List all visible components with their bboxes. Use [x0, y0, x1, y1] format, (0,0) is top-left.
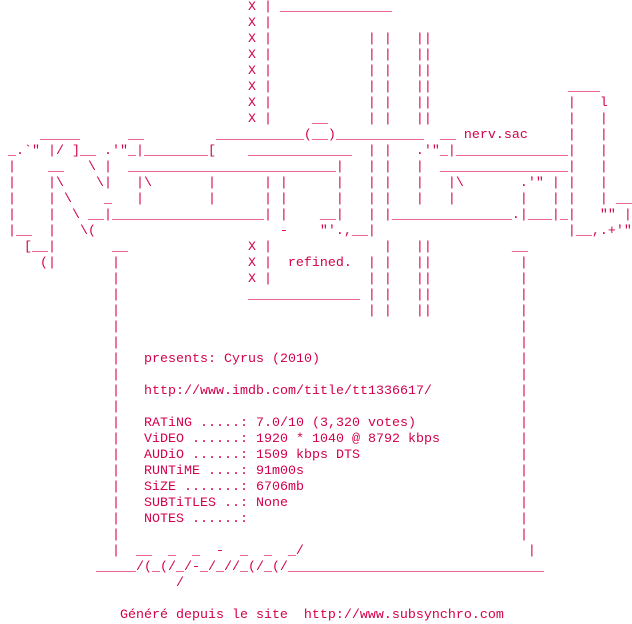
box-row-empty: | |	[0, 528, 632, 544]
field-row: | RUNTiME ....: 91m00s |	[0, 464, 632, 480]
ascii-art-line: X |	[0, 16, 272, 31]
box-right-border: |	[520, 352, 528, 367]
ascii-art-header: X | ______________ X | X | | | || X | | …	[0, 0, 632, 335]
box-right-border: |	[520, 336, 528, 351]
ascii-art-line: |__ | \( - "'.,__| |__,.+'"	[0, 224, 632, 239]
box-left-border: |	[112, 432, 120, 447]
ascii-art-line: X | | | ||	[0, 64, 432, 79]
presents-title: presents: Cyrus (2010)	[144, 352, 320, 367]
box-right-border: |	[520, 496, 528, 511]
box-right-border: |	[520, 432, 528, 447]
box-right-border: |	[520, 416, 528, 431]
field-row: | SUBTiTLES ..: None |	[0, 496, 632, 512]
box-left-border: |	[112, 464, 120, 479]
box-left-border: |	[112, 400, 120, 415]
ascii-art-line: | |\ \| |\ | | | | | | | |\ .'" | | |	[0, 176, 608, 191]
field-value: None	[256, 496, 288, 511]
generated-by-footer: Généré depuis le site http://www.subsync…	[0, 608, 504, 623]
box-left-border: |	[112, 480, 120, 495]
box-left-border: |	[112, 496, 120, 511]
field-value: 1920 * 1040 @ 8792 kbps	[256, 432, 440, 447]
ascii-art-line: X | | | || ____	[0, 80, 600, 95]
box-right-border: |	[520, 384, 528, 399]
box-right-border: |	[520, 480, 528, 495]
ascii-art-line: /	[0, 576, 184, 591]
field-row: | NOTES ......: |	[0, 512, 632, 528]
ascii-art-line: | |	[0, 320, 528, 335]
box-left-border: |	[112, 336, 120, 351]
box-row-imdb: | http://www.imdb.com/title/tt1336617/ |	[0, 384, 632, 400]
release-fields: |RATiNG .....:7.0/10 (3,320 votes)||ViDE…	[0, 416, 632, 528]
ascii-art-line: [__| __ X | | || __	[0, 240, 528, 255]
field-value: 91m00s	[256, 464, 304, 479]
release-info-box: | | | presents: Cyrus (2010) | | | | htt…	[0, 336, 632, 544]
field-label: RUNTiME ....:	[144, 464, 248, 479]
ascii-art-line: | ______________ | | || |	[0, 288, 528, 303]
field-label: AUDiO ......:	[144, 448, 248, 463]
ascii-art-line: X | | | ||	[0, 32, 432, 47]
ascii-art-line: _____/(_(/_/-_/_//_(/_(/________________…	[0, 560, 544, 575]
box-right-border: |	[520, 464, 528, 479]
box-left-border: |	[112, 384, 120, 399]
box-row-presents: | presents: Cyrus (2010) |	[0, 352, 632, 368]
box-left-border: |	[112, 352, 120, 367]
ascii-art-line: X | | | || | l	[0, 96, 608, 111]
box-left-border: |	[112, 368, 120, 383]
box-right-border: |	[520, 528, 528, 543]
field-value: 6706mb	[256, 480, 304, 495]
box-right-border: |	[520, 512, 528, 527]
field-value: 7.0/10 (3,320 votes)	[256, 416, 416, 431]
box-row-empty: | |	[0, 400, 632, 416]
box-row-empty: | |	[0, 368, 632, 384]
ascii-art-line: X | __ | | || | |	[0, 112, 608, 127]
field-label: ViDEO ......:	[144, 432, 248, 447]
ascii-art-line: _____ __ ___________(__)___________ __ n…	[0, 128, 608, 143]
field-label: SiZE .......:	[144, 480, 248, 495]
field-label: RATiNG .....:	[144, 416, 248, 431]
ascii-art-line: X | ______________	[0, 0, 392, 15]
ascii-art-line: X | | | ||	[0, 48, 432, 63]
ascii-art-line: | __ \ | __________________________| | |…	[0, 160, 608, 175]
imdb-url: http://www.imdb.com/title/tt1336617/	[144, 384, 432, 399]
field-row: | ViDEO ......: 1920 * 1040 @ 8792 kbps |	[0, 432, 632, 448]
ascii-art-refined-logo: | __ _ _ - _ _ _/ | _____/(_(/_/-_/_//_(…	[0, 544, 632, 592]
field-row: | RATiNG .....: 7.0/10 (3,320 votes) |	[0, 416, 632, 432]
box-left-border: |	[112, 416, 120, 431]
box-right-border: |	[520, 400, 528, 415]
ascii-art-line: | __ _ _ - _ _ _/ |	[0, 544, 536, 559]
box-row-empty: | |	[0, 336, 632, 352]
box-left-border: |	[112, 512, 120, 527]
field-label: NOTES ......:	[144, 512, 248, 527]
ascii-art-line: | | \ __|___________________| | __| | |_…	[0, 208, 632, 223]
ascii-art-line: | X | | | || |	[0, 272, 528, 287]
box-left-border: |	[112, 528, 120, 543]
field-row: | SiZE .......: 6706mb |	[0, 480, 632, 496]
field-row: | AUDiO ......: 1509 kbps DTS |	[0, 448, 632, 464]
box-right-border: |	[520, 368, 528, 383]
ascii-art-line: (| | X | refined. | | || |	[0, 256, 528, 271]
box-left-border: |	[112, 448, 120, 463]
ascii-art-line: | | | || |	[0, 304, 528, 319]
field-label: SUBTiTLES ..:	[144, 496, 248, 511]
box-right-border: |	[520, 448, 528, 463]
ascii-art-line: _.`" |/ ]__ .'"_|________[ _____________…	[0, 144, 608, 159]
blank-line	[0, 592, 632, 608]
field-value: 1509 kbps DTS	[256, 448, 360, 463]
ascii-art-line: | | \ _ | | | | | | | | | | | | | __	[0, 192, 632, 207]
